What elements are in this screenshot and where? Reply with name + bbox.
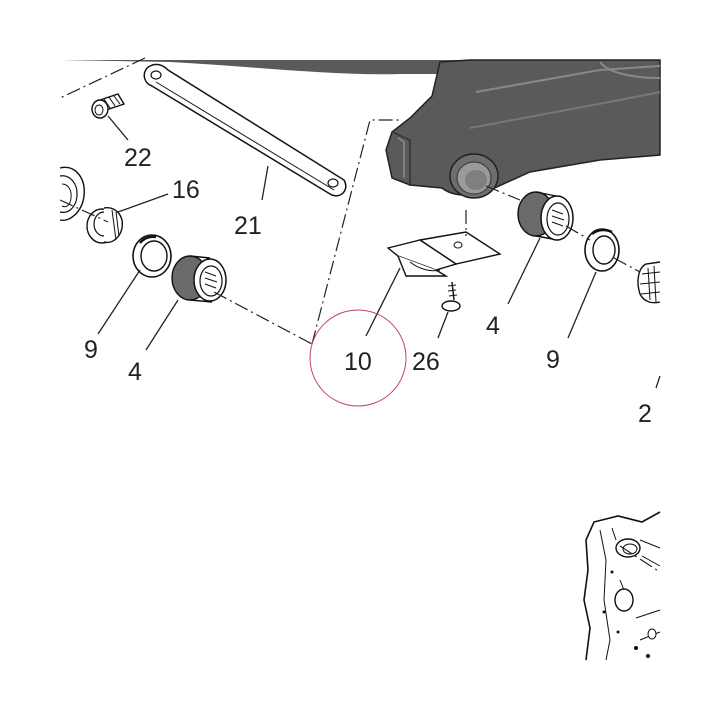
needle-bearing-part-4-right: [517, 191, 574, 241]
callout-2: 2: [638, 400, 652, 428]
swingarm-casting: [385, 59, 661, 199]
callout-26: 26: [412, 348, 440, 376]
callout-4-left: 4: [128, 358, 142, 386]
screw-part-22: [91, 93, 126, 119]
plug-part-16: [86, 207, 123, 244]
bracket-plate-part-10: [386, 231, 502, 277]
callout-22: 22: [124, 144, 152, 172]
partial-left-cap: [59, 166, 85, 221]
needle-bearing-part-4-left: [171, 254, 227, 303]
callout-4-right: 4: [486, 312, 500, 340]
seal-ring-part-9-left: [132, 234, 172, 278]
callout-21: 21: [234, 212, 262, 240]
leader-lines: [97, 115, 661, 389]
callout-9-right: 9: [546, 346, 560, 374]
partial-right-pivot: [637, 261, 661, 304]
link-bar-part-21: [143, 63, 347, 197]
callout-16: 16: [172, 176, 200, 204]
frame-casting-sketch: [583, 511, 661, 661]
callout-10: 10: [344, 348, 372, 376]
callout-9-left: 9: [84, 336, 98, 364]
highlight-circle: [309, 309, 407, 407]
screw-part-26: [441, 281, 461, 312]
assembly-axis-lines: [59, 57, 641, 345]
seal-ring-part-9-right: [584, 228, 620, 272]
